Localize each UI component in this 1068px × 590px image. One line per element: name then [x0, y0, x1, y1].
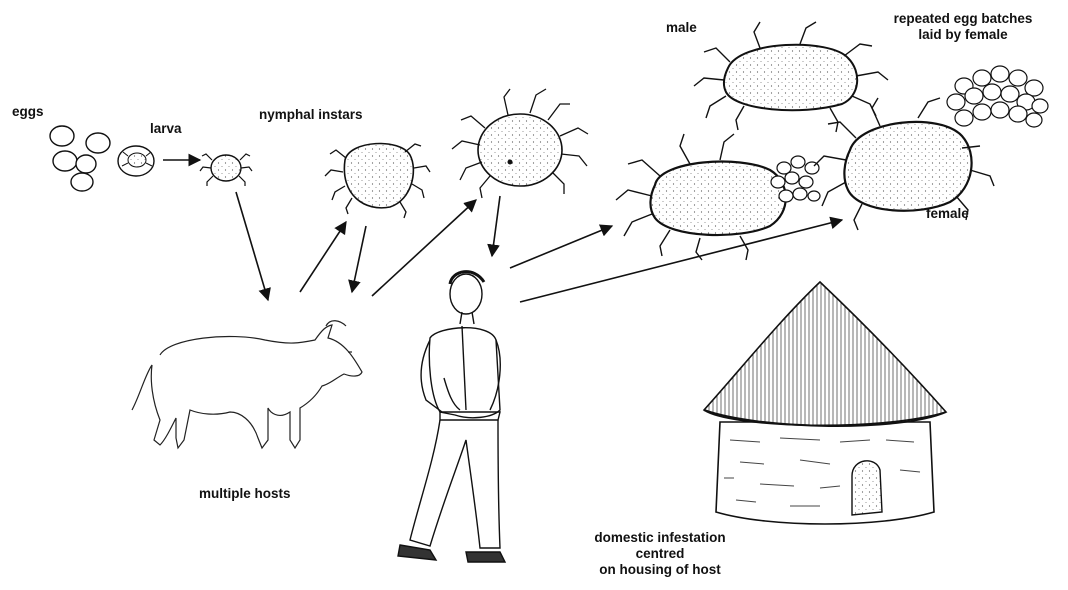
- label-repeated-line2: laid by female: [858, 27, 1068, 43]
- label-domestic-line1: domestic infestation: [540, 530, 780, 546]
- label-male: male: [666, 20, 697, 36]
- label-repeated-line1: repeated egg batches: [858, 11, 1068, 27]
- arrow-nymph-to-hosts: [352, 226, 366, 292]
- larva-tick-icon: [200, 154, 252, 186]
- arrow-late-nymph-to-person: [492, 196, 500, 256]
- goat-icon: [132, 321, 362, 448]
- label-multiple-hosts: multiple hosts: [199, 486, 291, 502]
- nymph-tick-icon: [325, 144, 430, 218]
- arrow-hosts-to-nymph: [300, 222, 346, 292]
- larva-hatching-icon: [118, 146, 154, 176]
- label-larva: larva: [150, 121, 182, 137]
- person-icon: [398, 272, 505, 562]
- arrow-person-to-female: [510, 226, 612, 268]
- label-nymphal-instars: nymphal instars: [259, 107, 363, 123]
- hut-icon: [704, 282, 946, 524]
- label-repeated-egg-batches: repeated egg batches laid by female: [858, 11, 1068, 43]
- label-domestic-line2: centred: [540, 546, 780, 562]
- label-eggs: eggs: [12, 104, 44, 120]
- label-domestic-line3: on housing of host: [540, 562, 780, 578]
- late-nymph-tick-icon: [452, 89, 588, 198]
- label-female: female: [926, 206, 969, 222]
- label-domestic-infestation: domestic infestation centred on housing …: [540, 530, 780, 578]
- eggs-icon: [50, 126, 110, 191]
- egg-batch-large-icon: [947, 66, 1048, 127]
- arrow-larva-to-hosts: [236, 192, 268, 300]
